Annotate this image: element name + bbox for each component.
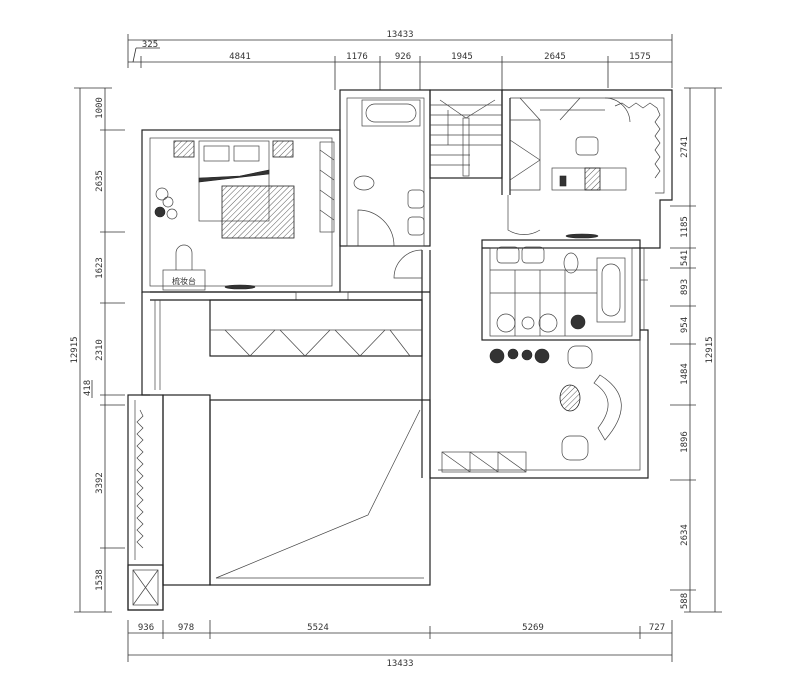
dim-left-1: 1000 bbox=[95, 97, 105, 119]
dim-left-4: 2310 bbox=[95, 339, 105, 361]
dim-bottom-5: 727 bbox=[649, 623, 665, 633]
dim-bottom-2: 978 bbox=[178, 623, 194, 633]
sofa-set bbox=[559, 345, 622, 461]
dim-right-8: 2634 bbox=[680, 524, 690, 546]
dim-top-2: 4841 bbox=[229, 52, 251, 62]
study-cabinets bbox=[509, 97, 605, 191]
right-dimensions: 12915 2741 1185 541 893 954 1484 1896 26… bbox=[670, 87, 722, 613]
dim-bottom-total: 13433 bbox=[386, 659, 413, 669]
dim-left-2: 2635 bbox=[95, 170, 105, 192]
dim-right-4: 893 bbox=[680, 279, 690, 295]
dim-top-1: 325 bbox=[142, 40, 158, 50]
bathroom-2-fixtures bbox=[490, 246, 626, 336]
dressing-table-label: 梳妆台 bbox=[172, 276, 196, 286]
top-dimensions: 13433 325 4841 1176 926 1945 2645 1575 bbox=[127, 30, 673, 96]
walls bbox=[127, 89, 673, 611]
dim-bottom-1: 936 bbox=[138, 623, 154, 633]
plant-bedroom bbox=[154, 187, 178, 220]
dim-left-6: 3392 bbox=[95, 472, 105, 494]
bottom-dimensions: 936 978 5524 5269 727 13433 bbox=[127, 620, 673, 669]
dim-top-6: 2645 bbox=[544, 52, 566, 62]
dim-right-3: 541 bbox=[680, 250, 690, 266]
plants-living bbox=[489, 348, 550, 364]
dim-bottom-4: 5269 bbox=[522, 623, 544, 633]
dim-right-5: 954 bbox=[680, 317, 690, 333]
dim-top-3: 1176 bbox=[346, 52, 368, 62]
desk-and-chair bbox=[551, 136, 627, 191]
dressing-table: 梳妆台 bbox=[162, 244, 206, 291]
left-dimensions: 12915 1000 2635 1623 2310 418 3392 1538 bbox=[70, 87, 125, 613]
dim-top-4: 926 bbox=[395, 52, 411, 62]
toilet-1 bbox=[353, 175, 375, 191]
sinks-1 bbox=[407, 189, 425, 236]
dim-right-1: 2741 bbox=[680, 136, 690, 158]
rug bbox=[221, 185, 295, 239]
wardrobe bbox=[319, 141, 335, 233]
bedroom-door-mat bbox=[224, 284, 256, 290]
bathtub-1 bbox=[361, 99, 421, 127]
dim-left-7: 1538 bbox=[95, 569, 105, 591]
dim-bottom-3: 5524 bbox=[307, 623, 329, 633]
dim-right-7: 1896 bbox=[680, 431, 690, 453]
dim-top-7: 1575 bbox=[629, 52, 651, 62]
dim-right-9: 588 bbox=[680, 593, 690, 609]
doors bbox=[357, 97, 631, 279]
dim-right-2: 1185 bbox=[680, 216, 690, 238]
dim-right-6: 1484 bbox=[680, 363, 690, 385]
dim-right-total: 12915 bbox=[705, 336, 715, 363]
nightstands bbox=[173, 140, 294, 158]
dim-top-5: 1945 bbox=[451, 52, 473, 62]
dim-left-total: 12915 bbox=[70, 336, 80, 363]
study-door-mat bbox=[565, 233, 599, 239]
tv-cabinet bbox=[441, 451, 527, 473]
dim-left-3: 1623 bbox=[95, 257, 105, 279]
staircase bbox=[430, 99, 502, 177]
dim-top-total: 13433 bbox=[386, 30, 413, 40]
dim-left-5: 418 bbox=[83, 380, 93, 396]
